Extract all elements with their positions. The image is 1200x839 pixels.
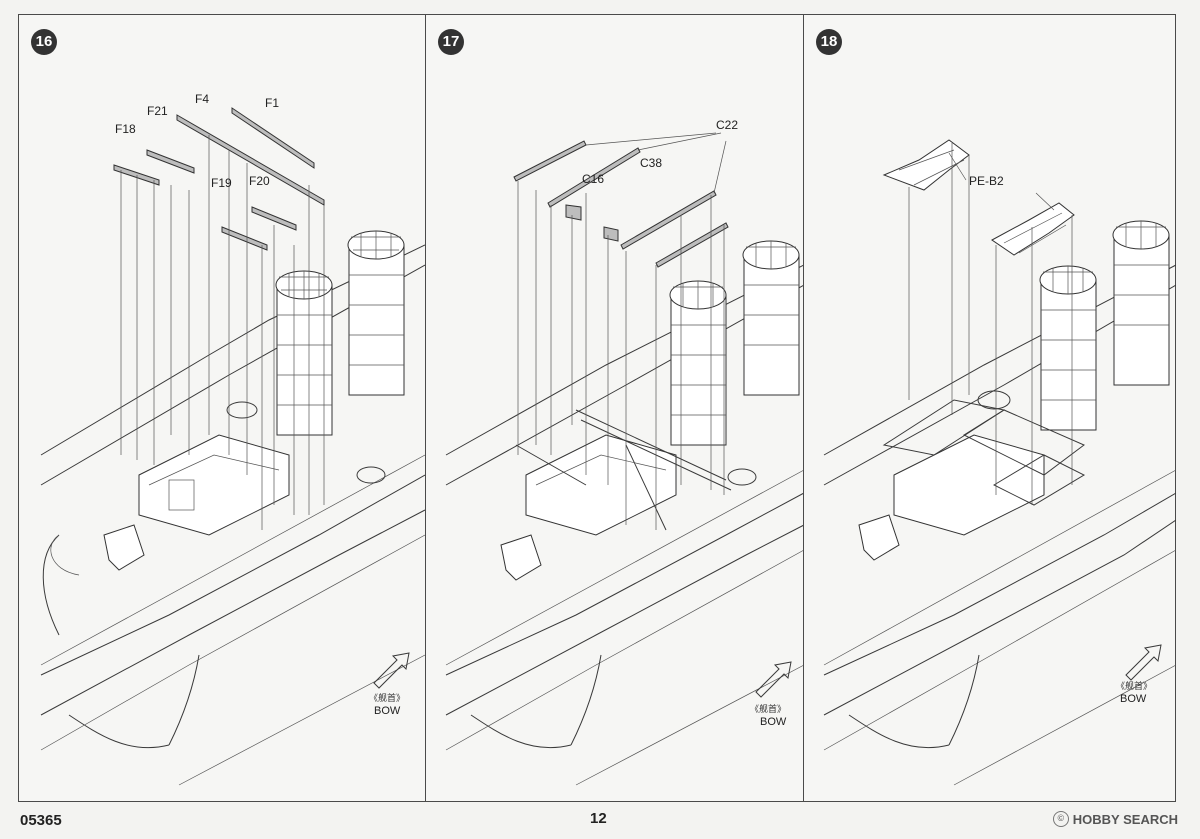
- funnel-1: [1039, 265, 1097, 431]
- funnel-2: [347, 230, 405, 396]
- part-label-pe-b2: PE-B2: [969, 174, 1004, 188]
- step-18-diagram: PE-B2 《舰首》 BOW: [823, 139, 1176, 786]
- railing-parts: [113, 107, 325, 251]
- bow-arrow-icon: [1125, 644, 1162, 681]
- part-label-c16: C16: [582, 172, 604, 186]
- funnel-2: [1112, 220, 1170, 386]
- bow-label-en: BOW: [760, 716, 787, 728]
- bow-label-en: BOW: [374, 705, 401, 717]
- funnel-2: [742, 240, 800, 396]
- deckhouse: [103, 401, 386, 571]
- bow-label-cn: 《舰首》: [750, 703, 786, 715]
- part-label-f1: F1: [265, 96, 279, 110]
- deck-beams: [513, 140, 732, 531]
- instruction-frame: 16: [18, 14, 1176, 802]
- part-label-f4: F4: [195, 92, 209, 106]
- product-code: 05365: [20, 812, 62, 829]
- leader-lines: [120, 135, 325, 530]
- step-16-panel: 16: [19, 15, 425, 801]
- bow-arrow-icon: [755, 661, 792, 698]
- deckhouse: [500, 434, 757, 581]
- leader-lines: [517, 132, 727, 530]
- leader-lines: [908, 143, 1073, 505]
- bow-arrow-icon: [373, 652, 410, 689]
- step-number-badge: 17: [438, 29, 464, 55]
- bow-label-en: BOW: [1120, 693, 1147, 705]
- funnel-1: [669, 280, 727, 446]
- step-18-panel: 18: [803, 15, 1176, 801]
- copyright-icon: ©: [1052, 811, 1069, 827]
- watermark-text: HOBBY SEARCH: [1072, 811, 1178, 827]
- part-label-f18: F18: [115, 122, 136, 136]
- bow-label-cn: 《舰首》: [369, 692, 405, 704]
- step-number-badge: 18: [816, 29, 842, 55]
- part-label-f21: F21: [147, 104, 168, 118]
- funnel-1: [275, 270, 333, 436]
- photo-etch-frames: [882, 139, 1086, 506]
- watermark: © HOBBY SEARCH: [1052, 811, 1178, 827]
- ship-hull: [445, 264, 804, 786]
- step-17-panel: 17: [425, 15, 804, 801]
- bow-label-cn: 《舰首》: [1116, 680, 1152, 692]
- step-number-badge: 16: [31, 29, 57, 55]
- page-number: 12: [590, 810, 607, 827]
- part-label-f20: F20: [249, 174, 270, 188]
- step-17-diagram: C22 C38 C16 《舰首》 BOW: [445, 118, 804, 786]
- part-label-f19: F19: [211, 176, 232, 190]
- deckhouse: [858, 390, 1045, 561]
- part-label-c22: C22: [716, 118, 738, 132]
- step-16-diagram: F18 F21 F4 F1 F19 F20 《舰首》 BOW: [40, 92, 425, 786]
- part-label-c38: C38: [640, 156, 662, 170]
